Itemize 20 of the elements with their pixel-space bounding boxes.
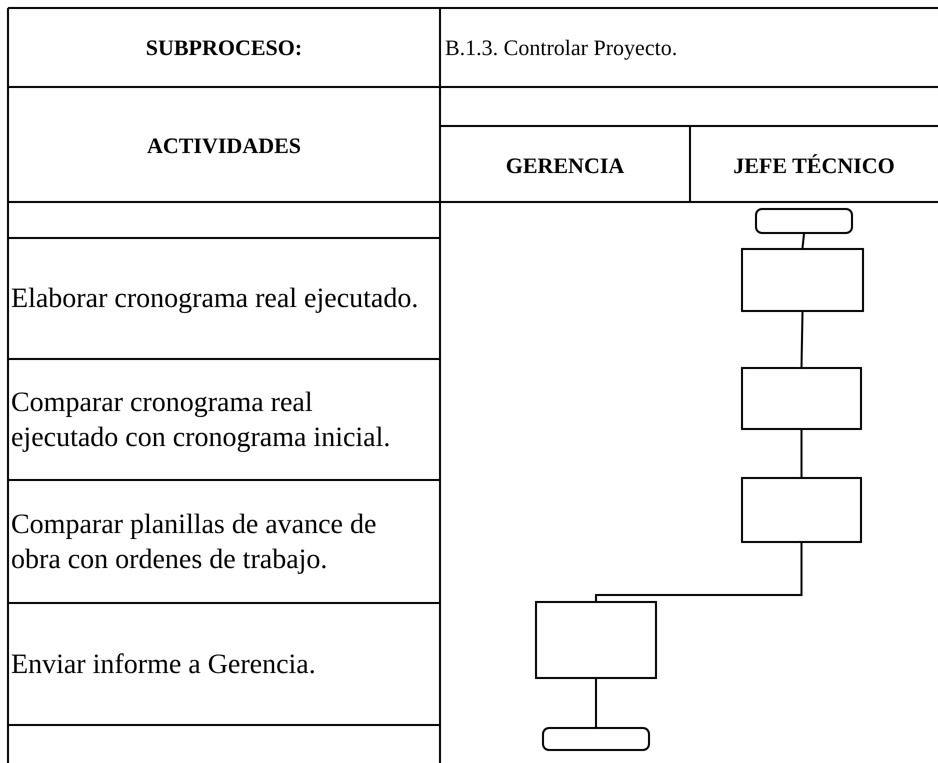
connector-line: [800, 312, 804, 368]
column-heading: GERENCIA: [504, 152, 626, 180]
process-box: [741, 248, 864, 312]
connector-line: [800, 430, 802, 477]
connector-line: [595, 543, 802, 601]
terminator-shape: [542, 727, 650, 751]
process-box: [741, 367, 862, 430]
activity-text: Elaborar cronograma real ejecutado.: [11, 282, 420, 316]
activity-text: Comparar planillas de avance de obra con ordenes de trabajo.: [11, 508, 378, 577]
terminator-shape: [755, 208, 853, 234]
connector-line: [802, 234, 805, 248]
column-heading: JEFE TÉCNICO: [732, 152, 896, 180]
process-box: [741, 477, 862, 543]
subprocess-title: B.1.3. Controlar Proyecto.: [445, 34, 678, 62]
row-heading: SUBPROCESO:: [144, 34, 304, 62]
activity-text: Comparar cronograma real ejecutado con cronograma inicial.: [11, 386, 392, 455]
column-heading: ACTIVIDADES: [146, 132, 302, 160]
connector-line: [595, 679, 597, 727]
activity-text: Enviar informe a Gerencia.: [11, 648, 317, 682]
process-box: [535, 601, 657, 679]
